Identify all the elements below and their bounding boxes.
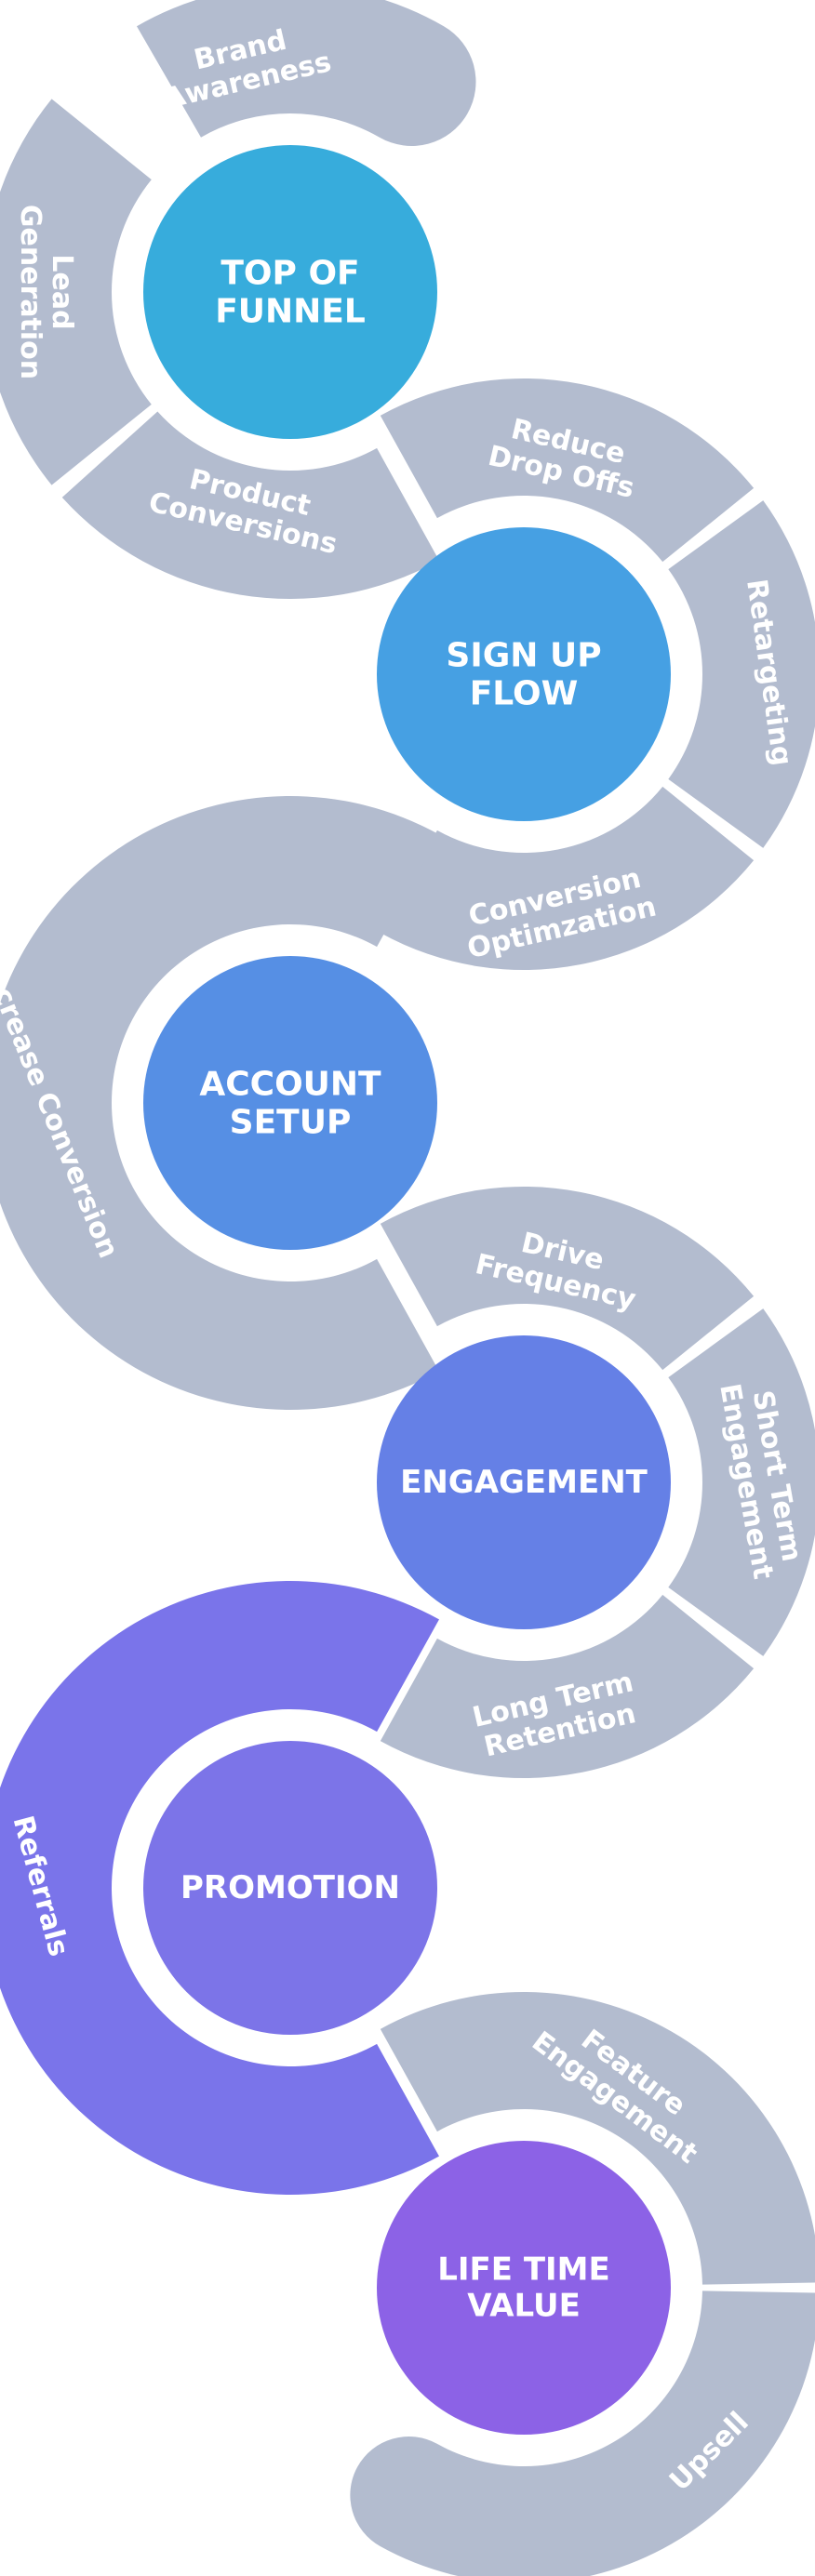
segment-label-line: Generation (15, 205, 47, 379)
segment-label-lead-generation: LeadGeneration (15, 205, 79, 379)
segment-labels-layer: BrandAwarenessLeadGenerationProductConve… (0, 23, 808, 2497)
stage-title-line: LIFE TIME (437, 2251, 610, 2288)
stage-title-line: FUNNEL (215, 292, 366, 330)
stage-circle-promotion (143, 1741, 437, 2035)
stage-title-promotion: PROMOTION (180, 1869, 400, 1906)
stage-circle-sign-up-flow (377, 527, 671, 821)
stage-circles-layer (143, 145, 671, 2435)
stage-circle-account-setup (143, 956, 437, 1250)
stage-title-line: SIGN UP (446, 636, 601, 674)
stage-title-line: VALUE (467, 2288, 581, 2325)
segment-lead-generation (0, 99, 152, 485)
segment-referrals (0, 1581, 439, 2195)
segment-product-conversions (61, 411, 439, 599)
segment-short-term-engagement (668, 1308, 815, 1656)
stage-title-line: FLOW (470, 674, 579, 712)
stage-title-engagement: ENGAGEMENT (400, 1464, 648, 1501)
stage-circle-engagement (377, 1335, 671, 1629)
segment-feature-engagement (380, 1992, 815, 2285)
segment-retargeting (668, 500, 815, 848)
segment-label-line: Lead (46, 254, 78, 329)
stage-title-line: ACCOUNT (199, 1065, 381, 1103)
segment-reduce-drop-offs (380, 378, 755, 563)
stage-title-line: SETUP (230, 1103, 352, 1141)
segment-conversion-optimzation (380, 786, 755, 970)
stage-title-line: ENGAGEMENT (400, 1464, 648, 1501)
segment-long-term-retention (380, 1594, 755, 1778)
segment-increase-conversion (0, 796, 439, 1410)
segment-drive-frequency (380, 1187, 755, 1371)
stage-title-line: TOP OF (220, 254, 359, 292)
stage-title-line: PROMOTION (180, 1869, 400, 1906)
segment-upsell (350, 2291, 815, 2576)
segment-brand-awareness (137, 0, 476, 146)
stage-circle-life-time-value (377, 2141, 671, 2435)
stage-circle-top-of-funnel (143, 145, 437, 439)
